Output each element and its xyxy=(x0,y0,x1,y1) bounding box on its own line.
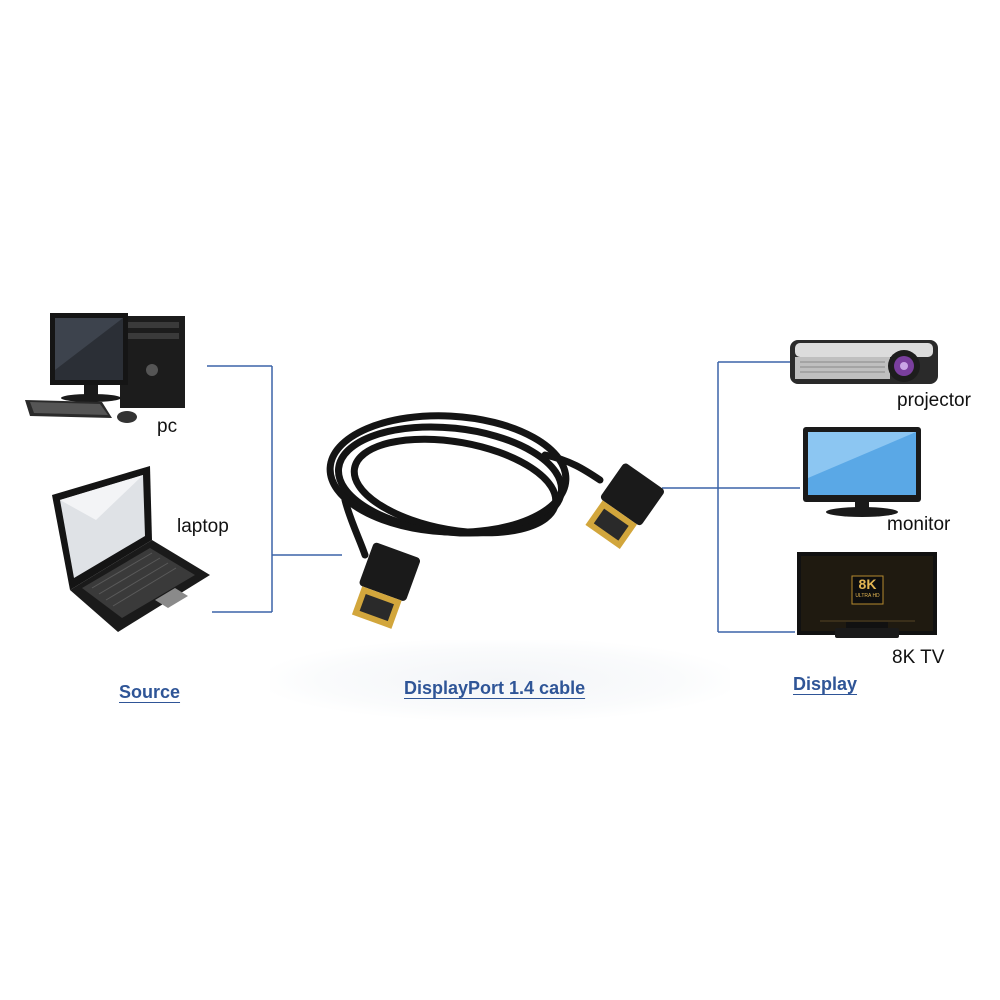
heading-display: Display xyxy=(793,674,858,694)
tv-badge-ultrahd: ULTRA HD xyxy=(855,593,880,599)
device-label-pc: pc xyxy=(157,416,178,437)
heading-source: Source xyxy=(119,682,181,702)
device-label-laptop: laptop xyxy=(177,516,229,537)
cable-shadow-glow xyxy=(270,640,730,720)
device-label-tv: 8K TV xyxy=(892,647,945,668)
device-label-monitor: monitor xyxy=(887,514,951,535)
heading-cable: DisplayPort 1.4 cable xyxy=(404,678,586,698)
device-label-projector: projector xyxy=(897,390,971,411)
tv-badge-8k: 8K xyxy=(858,576,877,592)
